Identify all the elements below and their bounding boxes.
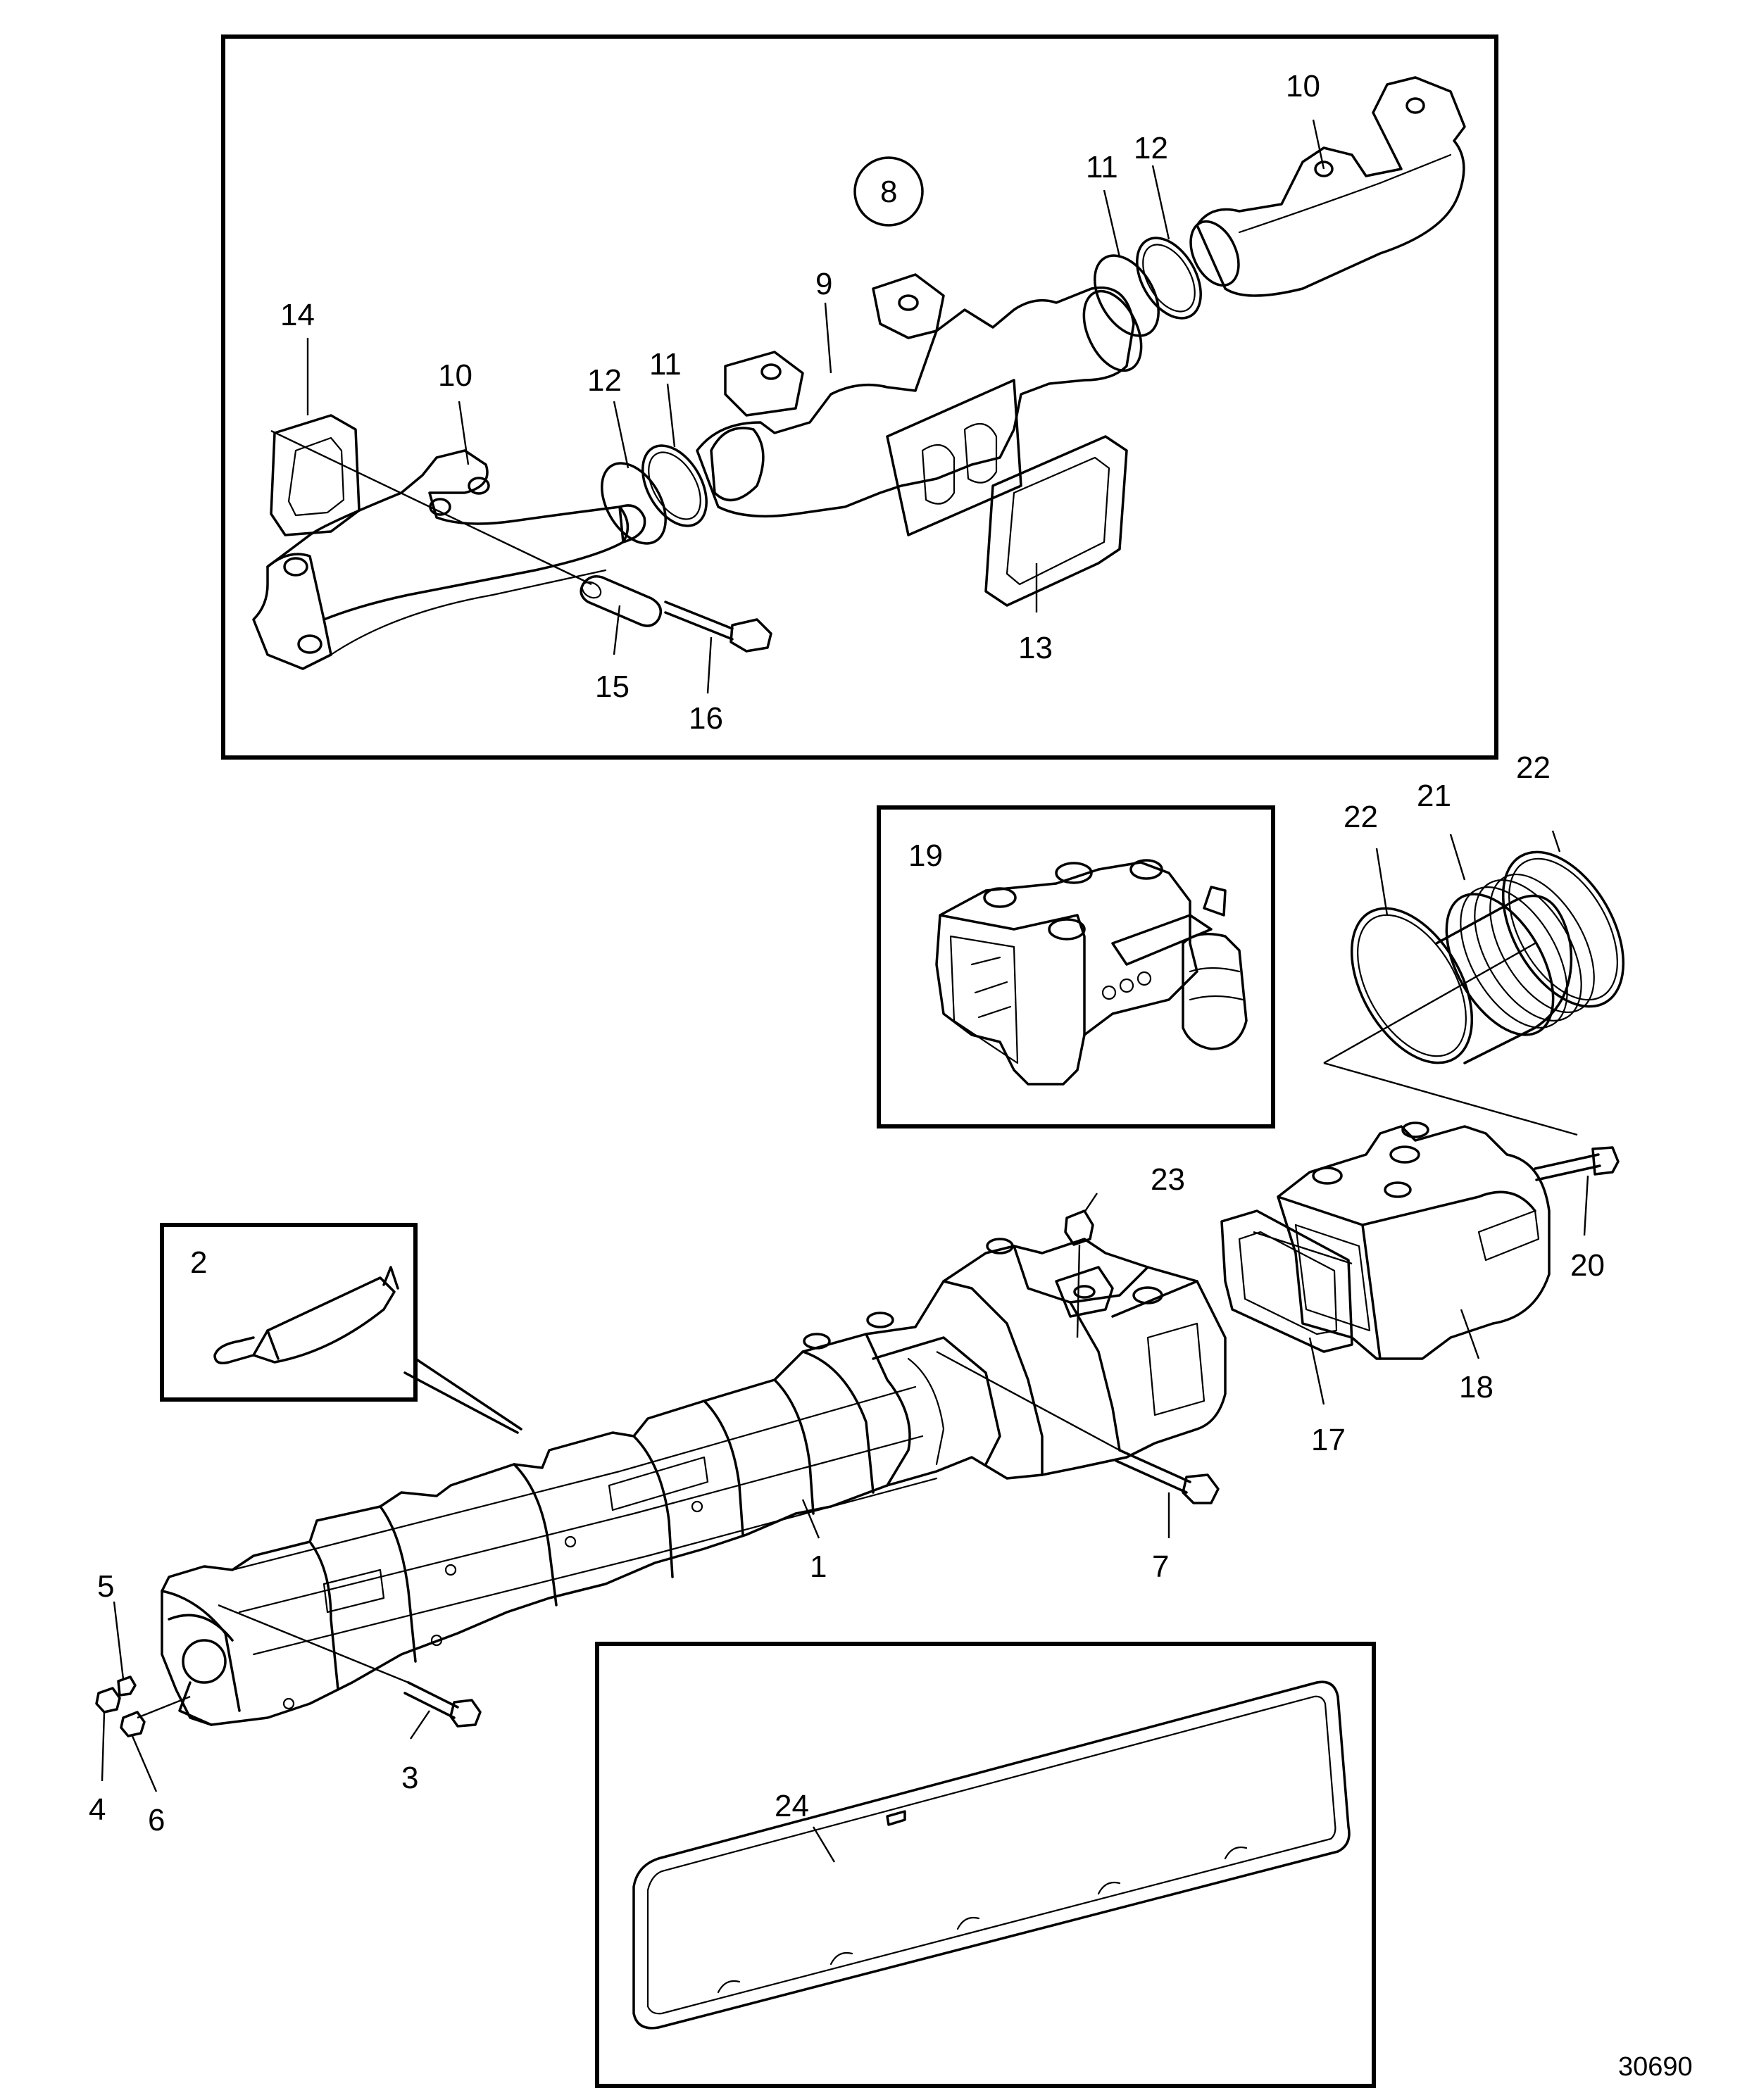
bolt-20	[1534, 1146, 1620, 1181]
callout-16: 16	[689, 701, 723, 736]
callout-24: 24	[775, 1789, 809, 1823]
callout-11-left: 11	[649, 347, 682, 382]
callout-18: 18	[1459, 1370, 1494, 1404]
callout-1: 1	[810, 1549, 827, 1584]
sealant-2-group	[160, 1223, 522, 1434]
spacer-and-bolt	[270, 429, 772, 653]
bolt-3-and-plugs	[95, 1604, 482, 1737]
callout-8: 8	[880, 175, 897, 209]
callout-10-left: 10	[438, 358, 472, 393]
manifold-section-right	[1189, 76, 1466, 297]
figure-number: 30690	[1618, 2052, 1693, 2082]
gasket-14	[270, 414, 361, 536]
callout-23: 23	[1151, 1162, 1185, 1197]
callout-21: 21	[1417, 779, 1451, 813]
outlet-housing-18	[1277, 1121, 1551, 1360]
callout-22-right: 22	[1516, 750, 1551, 785]
manifold-section-left	[252, 449, 646, 670]
callout-10-right: 10	[1286, 69, 1320, 103]
callout-labels: 8 9 10 10 11 11 12 12 13 14 15 16 19 21 …	[89, 69, 1693, 2082]
callout-14: 14	[280, 298, 315, 332]
callout-12-right: 12	[1134, 131, 1168, 165]
main-housing-1	[161, 1238, 1227, 1726]
kit-8-frame	[221, 34, 1498, 760]
callout-2: 2	[190, 1245, 207, 1280]
callout-7: 7	[1152, 1549, 1169, 1584]
gasket-24-group	[595, 1642, 1376, 2088]
callout-20: 20	[1570, 1248, 1605, 1283]
callout-11-right: 11	[1086, 150, 1118, 184]
callout-19: 19	[908, 838, 943, 873]
gasket-17	[1220, 1209, 1353, 1353]
callout-9: 9	[815, 267, 832, 301]
valve-housing-19-group	[877, 805, 1275, 1128]
callout-12-left: 12	[587, 363, 622, 398]
seal-rings-left	[601, 444, 708, 545]
callout-22-left: 22	[1344, 800, 1378, 834]
callout-4: 4	[89, 1792, 106, 1827]
callout-6: 6	[148, 1803, 165, 1837]
callout-5: 5	[97, 1569, 114, 1604]
gasket-13	[984, 435, 1128, 607]
callout-17: 17	[1311, 1423, 1346, 1457]
exhaust-manifold-kit-group	[221, 34, 1498, 760]
manifold-center-9	[696, 273, 1143, 536]
gasket-24-frame	[595, 1642, 1376, 2088]
leader-lines	[101, 119, 1589, 1863]
bellows-and-rings	[1323, 850, 1625, 1136]
kit-8-circle	[853, 156, 924, 227]
callout-15: 15	[595, 669, 630, 704]
valve-housing-frame	[877, 805, 1275, 1128]
sealant-frame	[160, 1223, 418, 1402]
bolt-7	[936, 1350, 1220, 1504]
callout-13: 13	[1018, 631, 1053, 665]
seal-rings-right	[1094, 237, 1202, 337]
callout-3: 3	[401, 1761, 418, 1795]
